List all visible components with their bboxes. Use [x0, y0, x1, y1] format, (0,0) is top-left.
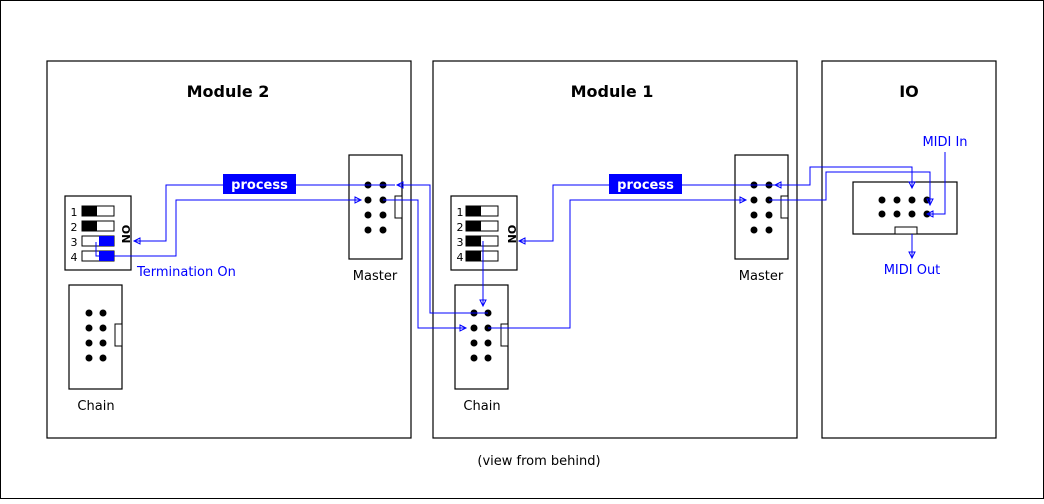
module1-process-label: process [617, 178, 674, 193]
module2-title: Module 2 [187, 82, 270, 101]
io-to-module1-wire-a [775, 166, 913, 188]
on-label: ON [119, 225, 132, 244]
module2-dip-switch: 1 2 3 4 ON [64, 195, 132, 271]
svg-text:1: 1 [457, 206, 464, 219]
inter-module-wire-a [398, 184, 488, 314]
module1-master-label: Master [739, 269, 784, 284]
switch-4-lever [99, 251, 114, 261]
svg-text:2: 2 [457, 221, 464, 234]
module1-chain-label: Chain [463, 399, 500, 414]
svg-text:ON: ON [505, 225, 518, 244]
module1-title: Module 1 [571, 82, 654, 101]
module2-wire-to-switch [135, 184, 395, 242]
svg-text:4: 4 [457, 251, 464, 264]
svg-text:3: 3 [457, 236, 464, 249]
module1-dip-switch: 1 2 3 4 ON [450, 195, 518, 271]
io-connector [852, 181, 958, 235]
module1-wire-chain-return [488, 199, 745, 329]
switch-2-lever [82, 221, 97, 231]
io-title: IO [899, 82, 919, 101]
midi-out-label: MIDI Out [884, 263, 941, 278]
switch-3-lever [99, 236, 114, 246]
io-to-module1-wire-b [769, 171, 931, 205]
midi-in-label: MIDI In [922, 135, 967, 150]
switch-1-lever [82, 206, 97, 216]
module2-process-box [223, 174, 296, 194]
module1-chain-connector [454, 284, 509, 390]
footer-caption: (view from behind) [477, 454, 600, 469]
module1-master-connector [734, 154, 789, 260]
module2-wire-termination [114, 199, 360, 257]
module2-chain-label: Chain [77, 399, 114, 414]
inter-module-wire-b [383, 199, 465, 329]
switch-num-3: 3 [71, 236, 78, 249]
module1-wire-to-switch [519, 184, 781, 242]
switch-num-1: 1 [71, 206, 78, 219]
switch-num-4: 4 [71, 251, 78, 264]
switch-num-2: 2 [71, 221, 78, 234]
termination-on-label: Termination On [136, 265, 236, 280]
module2-master-label: Master [353, 269, 398, 284]
io-panel [821, 60, 997, 439]
module2-process-label: process [231, 178, 288, 193]
module1-process-box [609, 174, 682, 194]
module2-chain-connector [68, 284, 123, 390]
module2-master-connector [348, 154, 403, 260]
